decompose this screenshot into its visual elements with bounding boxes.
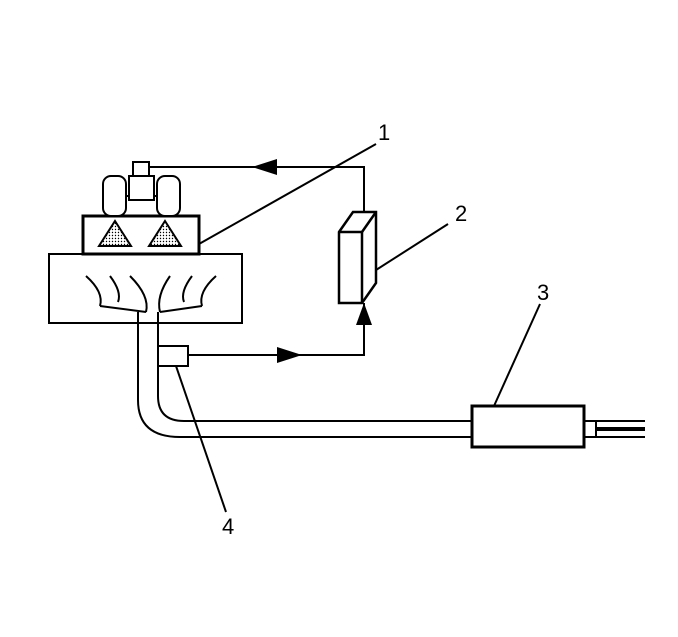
catalytic-converter [470, 404, 586, 449]
oxygen-sensor [157, 345, 189, 367]
arrow-sensor-signal [277, 347, 302, 363]
injection-unit [81, 214, 201, 256]
callout-2: 2 [455, 201, 467, 226]
leader-lines [175, 143, 541, 513]
callout-4: 4 [222, 514, 234, 539]
warning-triangle-right [147, 219, 183, 247]
arrow-feedback [252, 159, 277, 175]
control-module [337, 210, 378, 305]
warning-triangle-left [97, 219, 133, 247]
exhaust-manifold [85, 275, 217, 313]
callout-3: 3 [537, 280, 549, 305]
arrow-to-module [356, 303, 372, 325]
exhaust-pipe [137, 312, 645, 438]
callout-1: 1 [378, 120, 390, 145]
fuel-injectors [102, 161, 181, 217]
